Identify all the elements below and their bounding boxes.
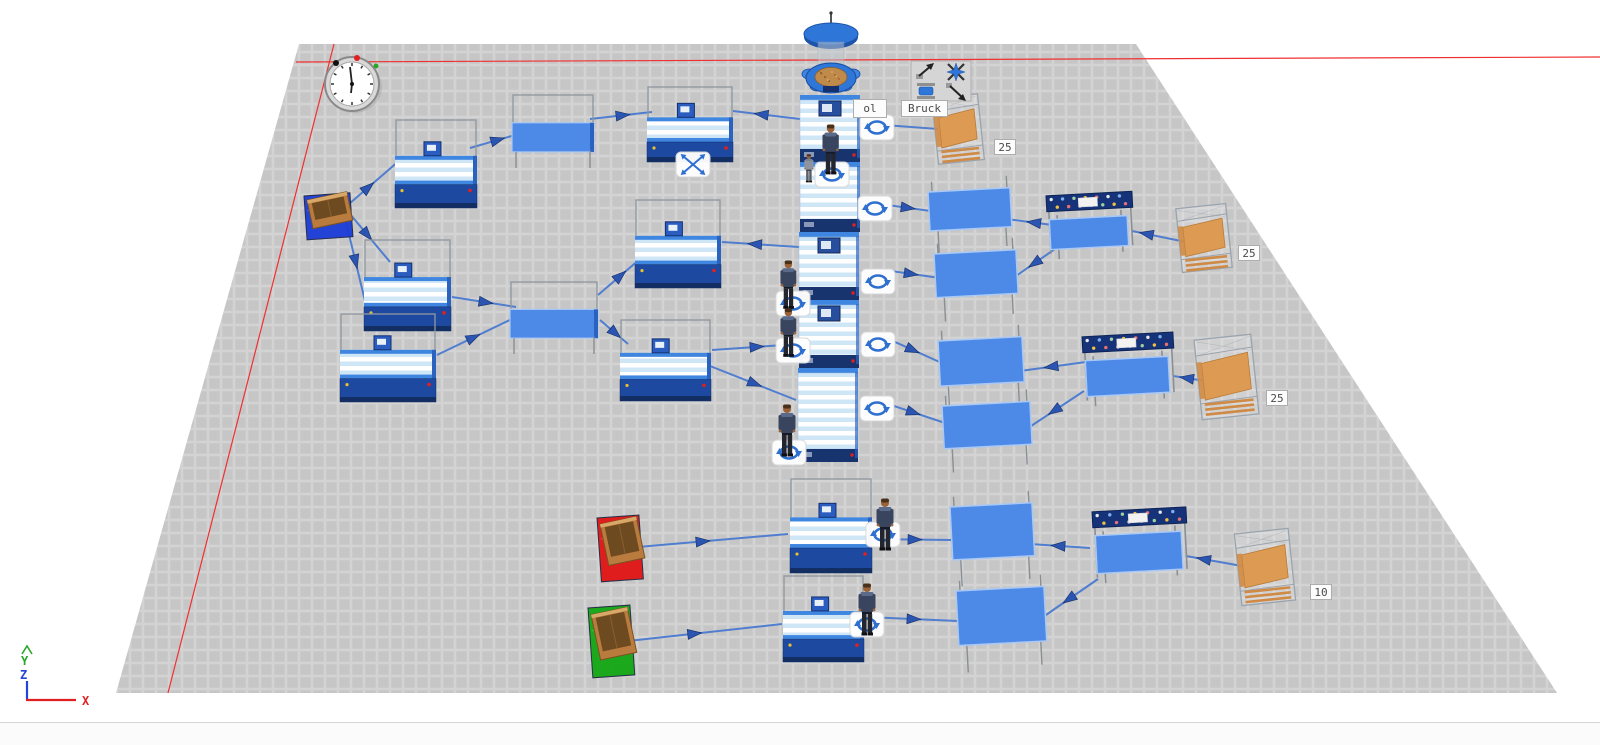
cardboard-box [306,191,354,230]
count-label: 25 [1266,390,1288,406]
operator[interactable] [780,308,797,357]
operator[interactable] [780,260,797,309]
frame-table[interactable] [509,281,599,354]
buffer-table[interactable] [927,175,1013,254]
view-tool-palette[interactable] [910,60,972,102]
y-axis-arrow-icon [21,644,33,655]
parts-conveyor-table[interactable] [1091,506,1190,584]
workstation[interactable] [634,199,722,289]
operator[interactable] [876,498,894,551]
center-arrows-icon[interactable] [946,62,966,82]
reset-position-marker[interactable] [857,195,893,222]
object-name-label: ol [853,99,887,118]
draw-arrow-icon[interactable] [916,63,934,79]
resize-arrow-icon[interactable] [946,83,966,101]
source-pallet[interactable] [303,191,354,241]
parts-conveyor-table[interactable] [1081,331,1177,407]
simulation-clock[interactable] [324,55,382,113]
pallet-rack[interactable] [1175,202,1233,274]
source-pallet[interactable] [587,604,638,679]
operator[interactable] [804,154,814,183]
cardboard-box [590,606,638,661]
flow-connections [345,109,1243,642]
operator[interactable] [858,583,876,636]
workstation[interactable] [339,313,437,403]
buffer-table[interactable] [949,490,1036,587]
z-axis-label: Z [20,668,27,682]
status-bar [0,722,1600,745]
transport-marker[interactable] [675,151,711,178]
assembly-station[interactable] [797,368,859,462]
cardboard-box [599,515,646,567]
reset-position-marker[interactable] [859,395,895,422]
axis-triad: Y Z X [16,642,116,722]
pallet-rack[interactable] [1233,527,1297,607]
reset-position-marker[interactable] [860,268,896,295]
operator[interactable] [778,404,796,457]
fit-view-icon[interactable] [917,83,935,99]
pallet-rack[interactable] [1193,333,1260,421]
count-label: 25 [994,139,1016,155]
buffer-table[interactable] [937,324,1026,411]
buffer-table[interactable] [955,574,1048,673]
operator[interactable] [822,124,839,175]
parts-conveyor-table[interactable] [1045,190,1135,260]
buffer-table[interactable] [941,389,1033,473]
y-axis-label: Y [21,654,29,668]
reset-position-marker[interactable] [859,114,895,141]
reset-position-marker[interactable] [860,331,896,358]
count-label: 25 [1238,245,1260,261]
scene-canvas[interactable] [0,0,1600,723]
reset-position-marker[interactable] [849,611,885,638]
workstation[interactable] [789,478,873,574]
source-pallet[interactable] [596,514,646,583]
assembly-station[interactable] [798,232,860,300]
frame-table[interactable] [511,94,595,168]
x-axis-label: X [82,694,90,708]
workstation[interactable] [394,119,478,209]
workstation[interactable] [619,319,712,402]
reset-position-marker[interactable] [814,161,850,188]
bowl-feeder[interactable] [801,11,861,94]
workstation[interactable] [363,239,452,332]
count-label: 10 [1310,584,1332,600]
object-name-label: Bruck [901,100,948,117]
buffer-table[interactable] [933,237,1019,322]
